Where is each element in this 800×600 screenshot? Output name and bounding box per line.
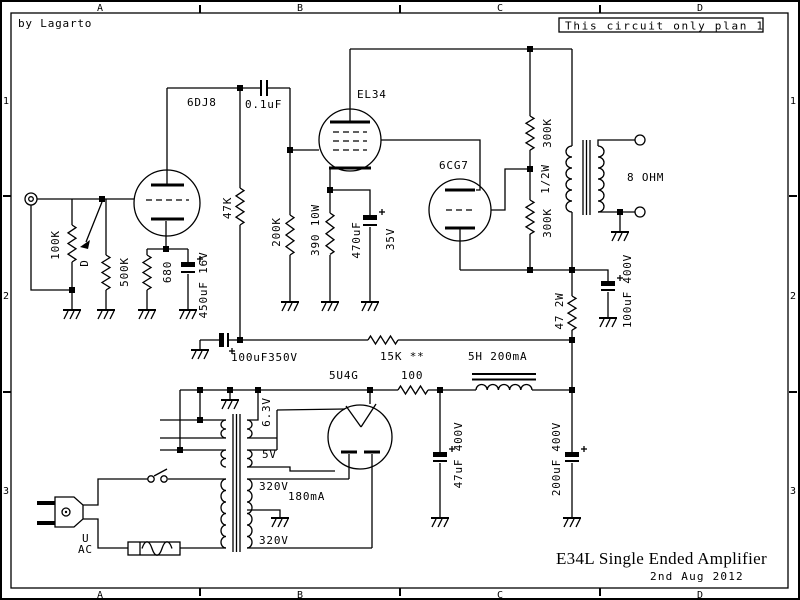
primary-coil-icon — [565, 145, 573, 213]
ruler-row-2-left: 2 — [3, 291, 9, 302]
label-speaker-impedance: 8 OHM — [627, 171, 664, 184]
label-c-feedback: 100uF350V — [231, 351, 298, 364]
ruler-row-1-left: 1 — [3, 96, 9, 107]
label-tube-output: EL34 — [357, 88, 387, 101]
switch-icon — [147, 475, 155, 483]
label-r-bplus: 47 2W — [553, 292, 566, 329]
tube-envelope-icon — [327, 404, 393, 470]
primary-coil-icon — [220, 419, 227, 549]
screen-wire — [381, 139, 481, 191]
label-winding-hv-current: 180mA — [288, 490, 325, 503]
tube-el34: EL34 — [318, 49, 481, 191]
label-winding-hv-upper: 320V — [259, 480, 289, 493]
ruler-col-a-top: A — [97, 3, 103, 14]
plan-note-box: This circuit only plan 1 — [558, 17, 765, 33]
supply-rail: 5H 200mA 100 — [180, 350, 572, 400]
label-r-divider-upper: 300K — [541, 118, 554, 148]
label-r-feedback: 15K ** — [380, 350, 425, 363]
ruler-col-c-top: C — [497, 3, 503, 14]
ruler-ticks — [3, 5, 797, 596]
tube-6dj8: 6DJ8 — [133, 88, 217, 250]
resistor-47k: 47K — [221, 88, 246, 340]
speaker-terminal-minus — [634, 206, 646, 218]
ruler-col-c-bottom: C — [497, 590, 503, 600]
label-c-filter2: 200uF 400V — [550, 422, 563, 496]
capacitor-450uf: 450uF 16V — [181, 249, 210, 318]
pot-wiper-arrow-icon — [80, 240, 90, 249]
label-r-grid-el34: 200K — [270, 217, 283, 247]
ruler-col-d-top: D — [697, 3, 703, 14]
ruler-col-a-bottom: A — [97, 590, 103, 600]
label-winding-rectifier: 5V — [262, 448, 277, 461]
label-mains-u: U — [82, 532, 89, 545]
ruler-col-b-top: B — [297, 3, 303, 14]
label-r-plate1: 47K — [221, 197, 234, 219]
capacitor-47uf-400v: 47uF 400V — [433, 390, 465, 518]
label-c-cathode-el34-voltage: 35V — [384, 228, 397, 250]
divider-300k: 300K 1/2W 300K — [350, 48, 572, 270]
tube-6cg7: 6CG7 — [428, 159, 572, 271]
label-divider-wattage: 1/2W — [539, 164, 552, 194]
schematic-date: 2nd Aug 2012 — [650, 570, 744, 583]
ruler-col-b-bottom: B — [297, 590, 303, 600]
secondary-coil-icon — [246, 419, 253, 549]
label-r-filter: 100 — [401, 369, 423, 382]
input-jack — [24, 192, 134, 291]
resistor-15k-icon — [367, 334, 399, 346]
filament-icon — [345, 405, 362, 428]
grid-wire — [491, 168, 530, 211]
label-mains-ac: AC — [78, 543, 93, 556]
capacitor-coupling: 0.1uF — [167, 80, 319, 151]
label-c-cathode-el34: 470uF — [350, 221, 363, 258]
tube-5u4g: 5U4G — [276, 369, 393, 470]
resistor-680: 680 — [141, 249, 174, 310]
label-r-grid: 500K — [118, 257, 131, 287]
resistor-500k: 500K — [100, 199, 131, 310]
label-r-cathode1: 680 — [161, 261, 174, 283]
label-choke: 5H 200mA — [468, 350, 527, 363]
output-transformer: 8 OHM — [565, 49, 664, 296]
label-c-bplus: 100uF 400V — [621, 254, 634, 328]
pot-wiper — [85, 201, 103, 243]
fuse-icon — [127, 541, 181, 556]
ruler-row-3-right: 3 — [790, 486, 796, 497]
label-c-filter1: 47uF 400V — [452, 422, 465, 489]
ruler-row-2-right: 2 — [790, 291, 796, 302]
label-volume-pot: 100K — [49, 230, 62, 260]
capacitor-200uf-400v: 200uF 400V — [550, 422, 587, 518]
ruler-row-1-right: 1 — [790, 96, 796, 107]
speaker-terminal-plus — [634, 134, 646, 146]
ruler-row-3-left: 3 — [3, 486, 9, 497]
label-c-cathode1: 450uF 16V — [197, 252, 210, 319]
label-pot-tap: D — [78, 259, 91, 266]
label-r-divider-lower: 300K — [541, 208, 554, 238]
power-transformer: 6.3V 5V 320V 180mA 320V — [160, 390, 373, 552]
resistor-47-2w: 47 2W — [553, 292, 578, 452]
ruler-col-d-bottom: D — [697, 590, 703, 600]
el34-cathode-network: 390 10W 470uF 35V — [309, 168, 397, 302]
capacitor-100uf-400v: 100uF 400V — [572, 254, 634, 328]
resistor-100-icon — [397, 384, 429, 396]
label-tube-rectifier: 5U4G — [329, 369, 359, 382]
plan-note: This circuit only plan 1 — [565, 20, 765, 33]
label-winding-hv-lower: 320V — [259, 534, 289, 547]
volume-pot-100k: 100K D — [49, 199, 103, 310]
resistor-200k: 200K — [270, 150, 296, 302]
label-winding-heater: 6.3V — [260, 397, 273, 427]
mains-input: U AC — [37, 468, 181, 556]
label-tube-input: 6DJ8 — [187, 96, 217, 109]
schematic-title: E34L Single Ended Amplifier — [556, 549, 767, 568]
feedback-network: 100uF350V 15K ** — [199, 333, 572, 364]
choke-coil-icon — [475, 383, 533, 391]
label-r-cathode-el34: 390 10W — [309, 204, 322, 256]
author-credit: by Lagarto — [18, 17, 92, 30]
secondary-coil-icon — [597, 145, 605, 213]
label-c-coupling: 0.1uF — [245, 98, 282, 111]
label-tube-driver: 6CG7 — [439, 159, 469, 172]
